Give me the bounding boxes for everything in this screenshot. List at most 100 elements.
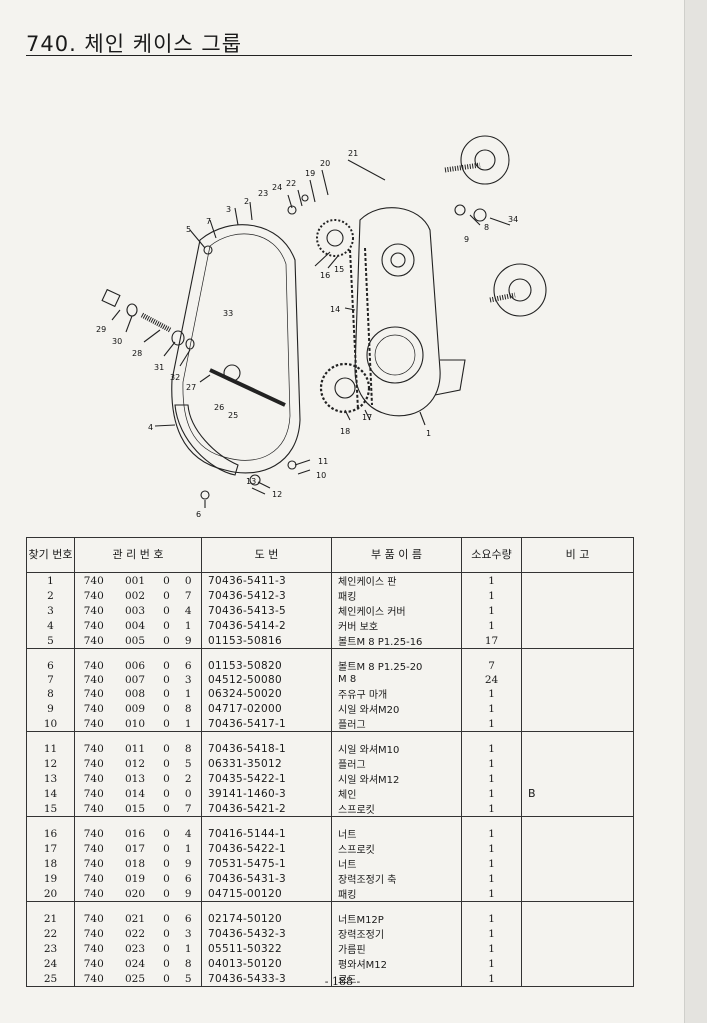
cell-remark: [521, 871, 635, 886]
callout-9: 9: [464, 235, 469, 244]
cell-mgmt-a: 0: [163, 942, 170, 955]
cell-remark: [521, 588, 635, 603]
cell-quantity: 1: [461, 786, 523, 801]
cell-mgmt-group: 740: [74, 588, 113, 603]
header-quantity: 소요수량: [461, 537, 523, 573]
cell-mgmt-a: 0: [163, 872, 170, 885]
cell-find-no: 1: [26, 572, 75, 588]
cell-find-no: 7: [26, 673, 75, 686]
cell-quantity: 1: [461, 701, 523, 716]
callout-10: 10: [316, 471, 326, 480]
cell-find-no: 18: [26, 856, 75, 871]
cell-part-name: 시일 와셔M12: [331, 771, 463, 786]
cell-drawing-no: 70436-5431-3: [201, 871, 333, 886]
cell-part-name: 체인케이스 판: [331, 572, 463, 588]
cell-drawing-no: 70435-5422-1: [201, 771, 333, 786]
cell-mgmt-b: 9: [175, 856, 203, 871]
page-edge: [684, 0, 707, 1023]
cell-mgmt-a: 0: [163, 717, 170, 730]
cell-remark: [521, 911, 635, 926]
cell-mgmt-b: 0: [175, 786, 203, 801]
cell-find-no: 21: [26, 911, 75, 926]
header-mgmt-no: 관 리 번 호: [73, 537, 203, 573]
page-number: - 188 -: [324, 975, 361, 988]
cell-remark: [521, 771, 635, 786]
cell-mgmt-a: 0: [163, 574, 170, 587]
callout-8: 8: [484, 223, 489, 232]
cell-quantity: 1: [461, 826, 523, 841]
cell-quantity: 1: [461, 603, 523, 618]
cell-quantity: 1: [461, 956, 523, 971]
cell-quantity: 1: [461, 886, 523, 902]
cell-mgmt-group: 740: [74, 856, 113, 871]
cell-mgmt-b: 8: [175, 701, 203, 716]
cell-mgmt-b: 0: [175, 572, 203, 588]
cell-remark: [521, 886, 635, 902]
cell-drawing-no: 39141-1460-3: [201, 786, 333, 801]
group-spacer: [26, 731, 635, 741]
cell-mgmt-seq: 010: [124, 717, 146, 730]
cell-mgmt-b: 6: [175, 911, 203, 926]
cell-drawing-no: 04512-50080: [201, 673, 333, 686]
cell-quantity: 1: [461, 716, 523, 732]
cell-mgmt-group: 740: [74, 971, 113, 987]
cell-remark: [521, 826, 635, 841]
cell-part-name: 평와셔M12: [331, 956, 463, 971]
cell-mgmt-a: 0: [163, 912, 170, 925]
cell-mgmt-seq: 002: [124, 589, 146, 602]
cell-find-no: 12: [26, 756, 75, 771]
cell-find-no: 6: [26, 658, 75, 673]
cell-mgmt-b: 5: [175, 971, 203, 987]
cell-mgmt-a: 0: [163, 687, 170, 700]
cell-mgmt-seq: 016: [124, 827, 146, 840]
cell-drawing-no: 70436-5411-3: [201, 572, 333, 588]
cell-find-no: 24: [26, 956, 75, 971]
callout-7: 7: [206, 217, 211, 226]
cell-part-name: 너트M12P: [331, 911, 463, 926]
callout-31: 31: [154, 363, 164, 372]
callout-17: 17: [362, 413, 372, 422]
cell-mgmt-b: 3: [175, 673, 203, 686]
group-spacer: [26, 816, 635, 826]
cell-mgmt-group: 740: [74, 686, 113, 701]
cell-part-name: 스프로킷: [331, 801, 463, 817]
table-header-row: 찾기 번호 관 리 번 호 도 번 부 품 이 름 소요수량 비 고: [26, 537, 635, 573]
cell-mgmt-group: 740: [74, 618, 113, 633]
cell-mgmt-group: 740: [74, 603, 113, 618]
cell-mgmt-b: 4: [175, 826, 203, 841]
cell-part-name: 너트: [331, 856, 463, 871]
cell-find-no: 3: [26, 603, 75, 618]
cell-mgmt-seq: 017: [124, 842, 146, 855]
exploded-parts-diagram: 21 20 19 22 24 23 2 3 7 5 34 8 9 16 15 1…: [96, 135, 547, 519]
cell-quantity: 1: [461, 741, 523, 756]
cell-mgmt-group: 740: [74, 786, 113, 801]
callout-26: 26: [214, 403, 224, 412]
callout-24: 24: [272, 183, 282, 192]
cell-mgmt-b: 2: [175, 771, 203, 786]
cell-find-no: 4: [26, 618, 75, 633]
cell-mgmt-group: 740: [74, 771, 113, 786]
cell-mgmt-group: 740: [74, 956, 113, 971]
cell-mgmt-a: 0: [163, 702, 170, 715]
cell-find-no: 8: [26, 686, 75, 701]
cell-drawing-no: 70416-5144-1: [201, 826, 333, 841]
cell-mgmt-group: 740: [74, 658, 113, 673]
cell-mgmt-seq: 005: [124, 634, 146, 647]
cell-mgmt-a: 0: [163, 787, 170, 800]
cell-mgmt-group: 740: [74, 886, 113, 902]
cell-quantity: 1: [461, 841, 523, 856]
cell-mgmt-a: 0: [163, 673, 170, 686]
cell-remark: [521, 633, 635, 649]
cell-quantity: 1: [461, 686, 523, 701]
cell-mgmt-a: 0: [163, 887, 170, 900]
